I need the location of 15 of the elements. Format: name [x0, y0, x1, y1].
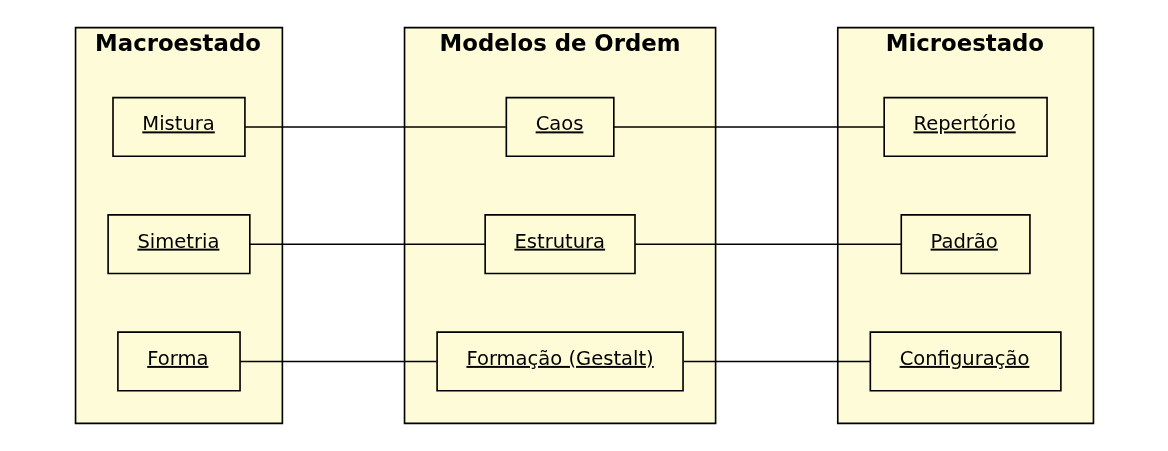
node-box: Formação (Gestalt) — [435, 331, 684, 392]
node-box: Caos — [505, 96, 615, 158]
connector — [238, 360, 438, 363]
node-box: Simetria — [106, 214, 251, 275]
connector — [682, 360, 871, 363]
node-box: Forma — [116, 331, 241, 392]
connector — [243, 126, 507, 128]
connector — [633, 243, 902, 246]
node-box: Repertório — [882, 96, 1048, 158]
node-box: Estrutura — [483, 214, 636, 275]
node-box: Padrão — [899, 214, 1031, 275]
node-box: Configuração — [869, 331, 1062, 392]
node-box: Mistura — [111, 96, 246, 158]
connector — [612, 126, 885, 128]
connector — [248, 243, 486, 246]
